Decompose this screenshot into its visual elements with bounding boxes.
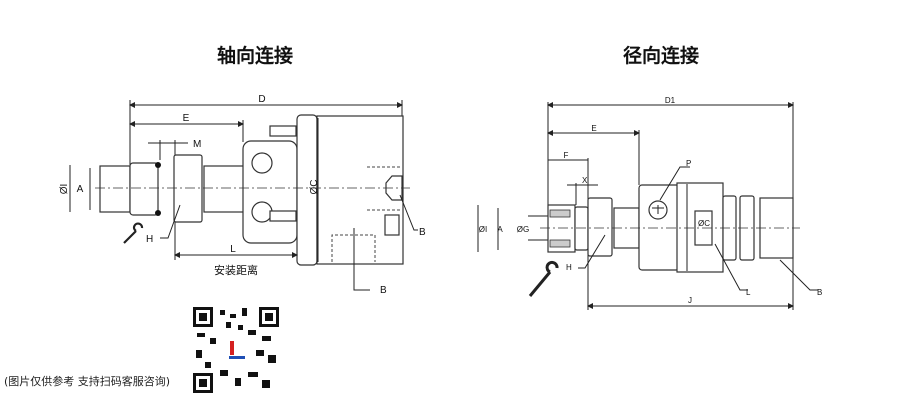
label-l: L xyxy=(746,288,751,297)
label-b: B xyxy=(817,288,822,297)
label-d: D xyxy=(258,94,265,105)
label-i: ØI xyxy=(479,225,487,234)
axial-title: 轴向连接 xyxy=(217,44,293,67)
mounting-distance-label: 安装距离 xyxy=(214,263,258,277)
shaft xyxy=(203,165,245,213)
label-x: X xyxy=(582,176,588,185)
thread-nut xyxy=(129,162,159,216)
hex-nut xyxy=(587,197,613,257)
label-d1: D1 xyxy=(665,96,676,105)
label-j: J xyxy=(688,296,692,305)
label-a: A xyxy=(497,225,503,234)
label-l: L xyxy=(230,244,236,255)
label-h: H xyxy=(566,263,572,272)
wrench-icon xyxy=(528,260,559,297)
radial-connection-diagram: 径向连接 D1 E F X ØI A ØG ØC xyxy=(477,44,822,310)
axial-connection-diagram: 轴向连接 D E M ØI A ØG ØC xyxy=(59,44,426,296)
wrench-icon xyxy=(123,222,144,244)
label-b-bottom: B xyxy=(380,285,387,296)
label-c: ØC xyxy=(309,180,320,195)
pipe xyxy=(99,165,131,213)
label-b-right: B xyxy=(419,227,426,238)
label-e: E xyxy=(183,113,190,124)
label-h: H xyxy=(146,234,153,245)
label-e: E xyxy=(591,124,596,133)
label-a: A xyxy=(77,184,84,195)
label-p: P xyxy=(686,159,691,168)
rotor-body xyxy=(638,184,680,271)
label-i: ØI xyxy=(59,184,70,195)
label-g: ØG xyxy=(517,225,529,234)
label-c: ØC xyxy=(698,219,710,228)
qr-code[interactable] xyxy=(193,307,279,393)
label-f: F xyxy=(564,151,569,160)
label-m: M xyxy=(193,139,201,150)
footer-caption: (图片仅供参考 支持扫码客服咨询) xyxy=(4,375,171,388)
hex-collar xyxy=(173,154,203,223)
radial-title: 径向连接 xyxy=(623,44,699,67)
